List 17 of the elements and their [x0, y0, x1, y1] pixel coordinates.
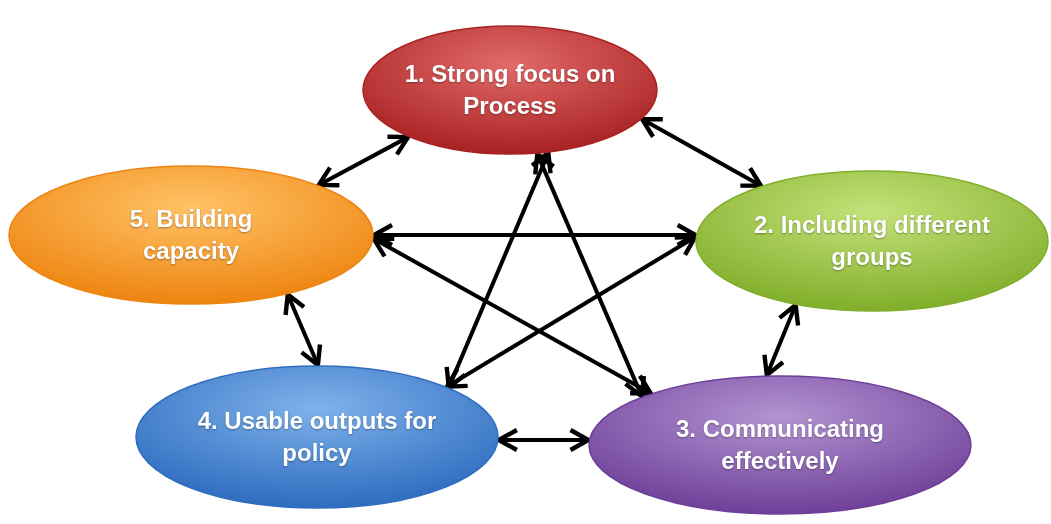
node-label: 2. Including different groups	[753, 209, 991, 272]
double-arrow	[533, 151, 647, 399]
double-arrow	[283, 292, 323, 368]
double-arrow	[371, 236, 653, 396]
ellipse-node	[362, 25, 658, 155]
ellipse-node	[588, 375, 972, 515]
node-label: 3. Communicating effectively	[675, 413, 885, 476]
ellipse-node	[135, 365, 499, 509]
ellipse-node	[8, 165, 374, 305]
double-arrow	[496, 427, 591, 453]
double-arrow	[640, 117, 764, 188]
node-label: 1. Strong focus on Process	[403, 58, 617, 121]
node-label: 4. Usable outputs for policy	[196, 405, 438, 468]
node-label: 5. Building capacity	[128, 203, 254, 266]
ellipse-node	[695, 170, 1049, 312]
double-arrow	[762, 302, 801, 378]
double-arrow	[316, 134, 411, 188]
